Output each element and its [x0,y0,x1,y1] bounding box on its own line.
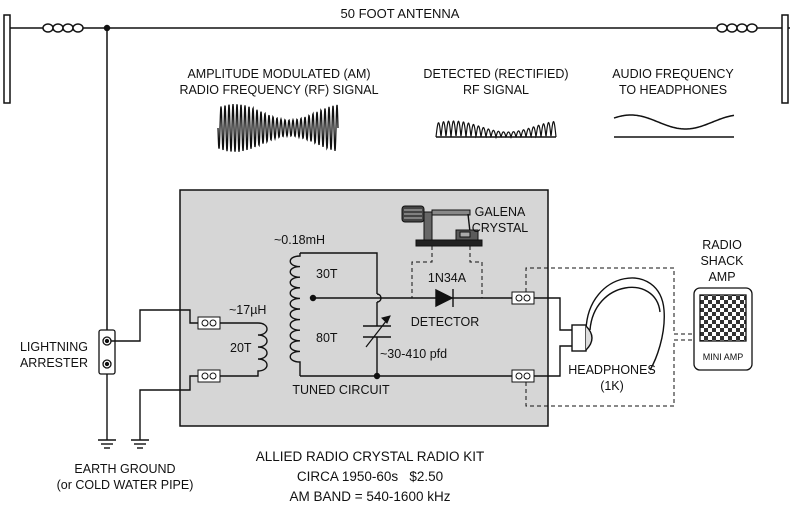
detector-label: DETECTOR [411,315,480,329]
lightning-label-2: ARRESTER [20,356,88,370]
tuned-circuit-label: TUNED CIRCUIT [292,383,390,397]
terminal-primary-top [197,316,221,330]
insulator-right [716,23,758,33]
tuned-coil [289,253,301,376]
antenna-ground-wiring [106,309,198,440]
headphones-label-1: HEADPHONES [568,363,656,377]
am-label-2: RADIO FREQUENCY (RF) SIGNAL [179,83,378,97]
turns-20-label: 20T [230,341,252,355]
audio-label-2: TO HEADPHONES [619,83,727,97]
terminal-primary-bottom [197,369,221,383]
primary-inductance-label: ~17µH [229,303,266,317]
turns-30-label: 30T [316,267,338,281]
variable-capacitor [363,315,391,348]
galena-label-2: CRYSTAL [472,221,529,235]
audio-waveform [613,114,735,138]
terminal-headphone-bottom [511,369,535,383]
caption-line-2: CIRCA 1950-60s $2.50 [297,469,443,484]
coil-inductance-label: ~0.18mH [274,233,325,247]
detected-label-1: DETECTED (RECTIFIED) [423,67,568,81]
lightning-arrester [98,329,116,375]
galena-connection [411,246,483,298]
amp-title-2: SHACK [700,254,744,268]
capacitor-label: ~30-410 pfd [380,347,447,361]
primary-coil [220,322,268,377]
lightning-label-1: LIGHTNING [20,340,88,354]
audio-label-1: AUDIO FREQUENCY [612,67,734,81]
antenna-label: 50 FOOT ANTENNA [341,6,460,21]
diode-symbol [435,288,454,308]
caption-line-1: ALLIED RADIO CRYSTAL RADIO KIT [256,449,485,464]
insulator-left [42,23,84,33]
terminal-headphone-top [511,291,535,305]
mini-amp-label: MINI AMP [703,352,744,362]
ground-label-2: (or COLD WATER PIPE) [57,478,194,492]
headphones-image [534,277,665,377]
detected-label-2: RF SIGNAL [463,83,529,97]
circuit-panel [179,189,549,427]
amp-title-1: RADIO [702,238,742,252]
ground-symbol-right [131,439,149,449]
circuit-wiring [300,252,512,380]
headphones-label-2: (1K) [600,379,624,393]
diode-label: 1N34A [428,271,467,285]
turns-80-label: 80T [316,331,338,345]
mini-amp [693,287,753,371]
caption-line-3: AM BAND = 540-1600 kHz [290,489,451,504]
ground-label-1: EARTH GROUND [74,462,175,476]
amp-connection [525,267,694,407]
am-waveform [217,103,339,152]
antenna [3,14,790,330]
galena-crystal-image [401,205,483,247]
amp-title-3: AMP [708,270,735,284]
ground-symbol-left [98,439,116,449]
detected-waveform [435,120,557,140]
am-label-1: AMPLITUDE MODULATED (AM) [187,67,370,81]
galena-label-1: GALENA [475,205,526,219]
